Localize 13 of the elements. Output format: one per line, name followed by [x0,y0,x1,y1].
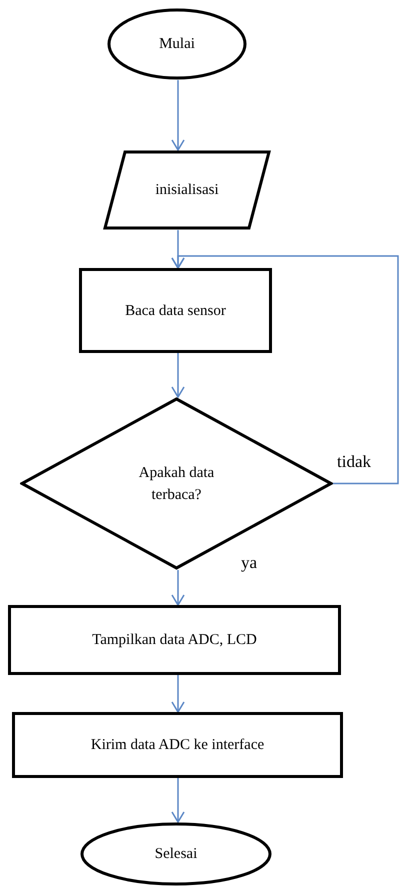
node-text: Mulai [159,35,195,54]
node-text: Apakah data terbaca? [138,464,216,504]
arrow [171,255,399,484]
node-text: Kirim data ADC ke interface [90,736,264,755]
node-text: Tampilkan data ADC, LCD [92,631,257,650]
arrow [171,353,185,398]
node-text: Baca data sensor [125,302,226,320]
arrow [171,778,185,823]
arrow [171,570,185,606]
node-text: inisialisasi [155,181,219,200]
arrow [171,80,185,151]
node-text: Selesai [154,845,198,864]
arrow [171,675,185,713]
